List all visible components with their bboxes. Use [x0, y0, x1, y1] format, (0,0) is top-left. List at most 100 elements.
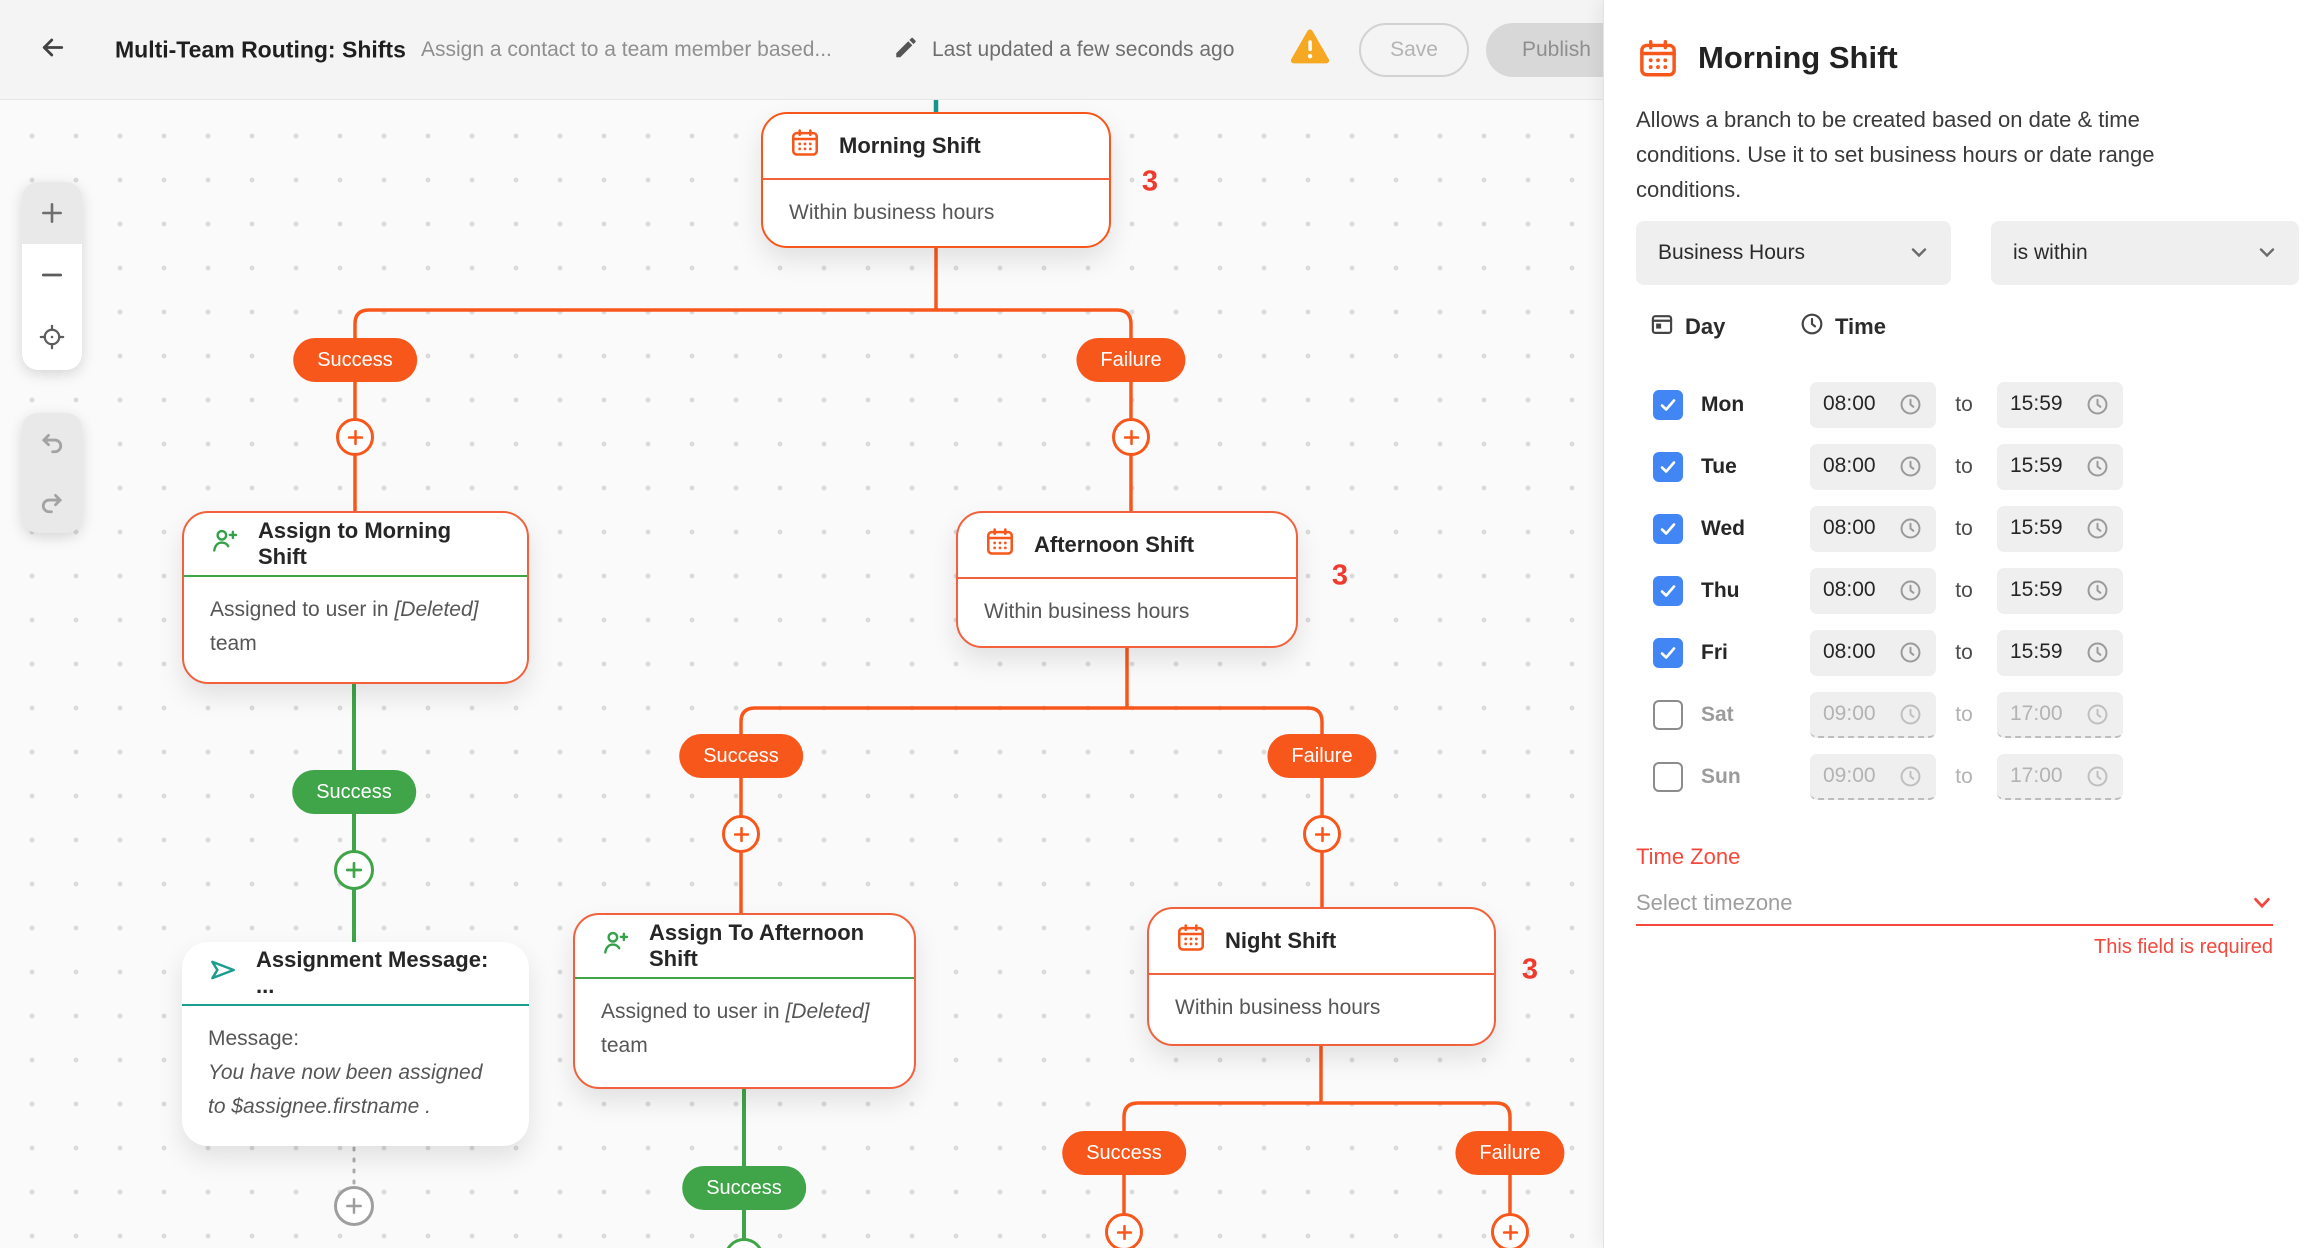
assign-user-icon [210, 526, 240, 562]
failure-label: Failure [1267, 734, 1377, 778]
add-step-button[interactable] [1491, 1213, 1529, 1248]
start-time-field[interactable]: 09:00 [1810, 754, 1936, 800]
node-condition-text: Within business hours [984, 600, 1190, 623]
day-row-sat: Sat 09:00 to 17:00 [1604, 684, 2304, 746]
calendar-icon [789, 127, 821, 165]
success-label: Success [679, 734, 803, 778]
panel-title: Morning Shift [1698, 40, 1898, 75]
day-checkbox[interactable] [1653, 514, 1683, 544]
time-column-header: Time [1799, 310, 1886, 344]
node-assignment-message[interactable]: Assignment Message: ... Message: You hav… [182, 942, 529, 1146]
timezone-error-text: This field is required [2094, 936, 2273, 958]
day-row-fri: Fri 08:00 to 15:59 [1604, 622, 2304, 684]
day-row-sun: Sun 09:00 to 17:00 [1604, 746, 2304, 808]
node-title: Assign To Afternoon Shift [649, 920, 865, 971]
zoom-toolbar [22, 182, 82, 370]
success-label: Success [1062, 1131, 1186, 1175]
add-step-button[interactable] [1303, 815, 1341, 853]
start-time-field[interactable]: 09:00 [1810, 692, 1936, 738]
redo-button[interactable] [22, 473, 82, 533]
add-step-button[interactable] [722, 815, 760, 853]
add-step-button[interactable] [1112, 418, 1150, 456]
node-title: Morning Shift [839, 133, 981, 158]
end-time-field[interactable]: 15:59 [1997, 506, 2123, 552]
end-time-field[interactable]: 15:59 [1997, 444, 2123, 490]
node-assign-text: Assigned to user in [Deleted] team [601, 1000, 870, 1057]
zoom-out-button[interactable] [22, 244, 82, 306]
send-message-icon [208, 955, 238, 991]
node-assign-morning[interactable]: Assign to Morning Shift Assigned to user… [182, 511, 529, 684]
publish-button[interactable]: Publish [1486, 22, 1603, 77]
save-button[interactable]: Save [1359, 22, 1469, 77]
day-checkbox[interactable] [1653, 638, 1683, 668]
edit-pencil-icon[interactable] [893, 34, 919, 65]
failure-label: Failure [1076, 338, 1186, 382]
node-afternoon-shift[interactable]: Afternoon Shift Within business hours [956, 511, 1298, 648]
last-updated-text: Last updated a few seconds ago [932, 37, 1235, 61]
day-row-tue: Tue 08:00 to 15:59 [1604, 436, 2304, 498]
start-time-field[interactable]: 08:00 [1810, 630, 1936, 676]
operator-dropdown[interactable]: is within [1991, 221, 2299, 285]
day-checkbox[interactable] [1653, 700, 1683, 730]
chevron-down-icon [2257, 241, 2277, 265]
undo-button[interactable] [22, 413, 82, 473]
node-assign-text: Assigned to user in [Deleted] team [210, 598, 479, 655]
success-label: Success [292, 770, 416, 814]
warning-icon [1288, 27, 1332, 72]
day-row-thu: Thu 08:00 to 15:59 [1604, 560, 2304, 622]
day-checkbox[interactable] [1653, 762, 1683, 792]
calendar-small-icon [1649, 311, 1675, 343]
flow-connectors [352, 100, 1512, 1248]
start-time-field[interactable]: 08:00 [1810, 568, 1936, 614]
start-time-field[interactable]: 08:00 [1810, 506, 1936, 552]
zoom-in-button[interactable] [22, 182, 82, 244]
back-arrow-icon[interactable] [38, 32, 68, 67]
end-time-field[interactable]: 17:00 [1997, 754, 2123, 800]
start-time-field[interactable]: 08:00 [1810, 382, 1936, 428]
branch-count-badge: 3 [1521, 953, 1539, 986]
fit-view-button[interactable] [22, 306, 82, 368]
node-night-shift[interactable]: Night Shift Within business hours [1147, 907, 1496, 1046]
add-step-button[interactable] [334, 850, 374, 890]
operator-value: is within [2013, 241, 2088, 264]
node-title: Assignment Message: ... [256, 947, 489, 998]
node-title: Afternoon Shift [1034, 532, 1195, 557]
success-label: Success [293, 338, 417, 382]
add-step-button[interactable] [334, 1186, 374, 1226]
day-checkbox[interactable] [1653, 576, 1683, 606]
clock-icon [1799, 311, 1825, 343]
add-step-button[interactable] [1105, 1213, 1143, 1248]
day-checkbox[interactable] [1653, 390, 1683, 420]
condition-type-value: Business Hours [1658, 241, 1806, 264]
branch-count-badge: 3 [1331, 559, 1349, 592]
node-condition-text: Within business hours [789, 201, 995, 224]
flow-title: Multi-Team Routing: Shifts [115, 36, 406, 62]
timezone-label: Time Zone [1636, 844, 1741, 869]
node-title: Assign to Morning Shift [258, 518, 452, 569]
add-step-button[interactable] [336, 418, 374, 456]
node-assign-afternoon[interactable]: Assign To Afternoon Shift Assigned to us… [573, 913, 916, 1089]
node-condition-text: Within business hours [1175, 996, 1381, 1019]
end-time-field[interactable]: 15:59 [1997, 382, 2123, 428]
timezone-placeholder: Select timezone [1636, 890, 1793, 915]
end-time-field[interactable]: 15:59 [1997, 568, 2123, 614]
node-morning-shift[interactable]: Morning Shift Within business hours [761, 112, 1111, 248]
branch-count-badge: 3 [1141, 165, 1159, 198]
day-checkbox[interactable] [1653, 452, 1683, 482]
condition-type-dropdown[interactable]: Business Hours [1636, 221, 1951, 285]
business-hours-rows: Mon 08:00 to 15:59 Tue 08:00 to 15:59 We… [1604, 374, 2304, 808]
day-row-mon: Mon 08:00 to 15:59 [1604, 374, 2304, 436]
top-header: Multi-Team Routing: Shifts Assign a cont… [0, 0, 1603, 100]
end-time-field[interactable]: 17:00 [1997, 692, 2123, 738]
end-time-field[interactable]: 15:59 [1997, 630, 2123, 676]
calendar-icon [984, 526, 1016, 564]
start-time-field[interactable]: 08:00 [1810, 444, 1936, 490]
assign-user-icon [601, 928, 631, 964]
day-column-header: Day [1649, 310, 1725, 344]
flow-canvas[interactable]: Morning Shift Within business hours 3 Su… [0, 100, 1603, 1248]
failure-label: Failure [1455, 1131, 1565, 1175]
calendar-icon [1175, 922, 1207, 960]
chevron-down-icon [2251, 890, 2273, 916]
timezone-select[interactable]: Select timezone [1636, 882, 2273, 926]
success-label: Success [682, 1166, 806, 1210]
